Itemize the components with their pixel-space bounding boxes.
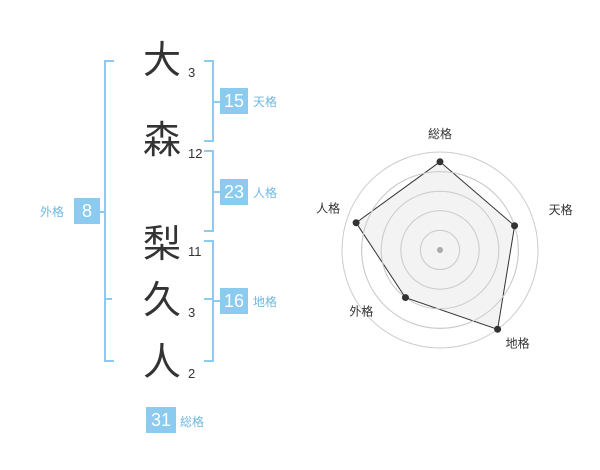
name-char-4: 久 <box>142 278 181 322</box>
radar-point-5 <box>352 219 360 227</box>
name-char-5: 人 <box>142 340 181 384</box>
tenkaku-label: 天格 <box>253 95 278 109</box>
soukaku-value-badge: 31 <box>146 407 176 433</box>
soukaku-label: 総格 <box>180 415 205 429</box>
chikaku-bracket-stem <box>212 300 220 302</box>
jinkaku-bracket-stem <box>212 191 220 193</box>
name-char-2: 森 <box>142 118 181 162</box>
chikaku-value-badge: 16 <box>220 288 248 314</box>
radar-inner-ring-overlay-4 <box>419 229 461 271</box>
stroke-count-5: 2 <box>188 366 196 381</box>
radar-inner-ring-overlay-3 <box>400 210 480 290</box>
radar-center-dot <box>437 247 443 253</box>
radar-point-4 <box>401 294 409 302</box>
radar-axis-label-4: 外格 <box>349 304 373 319</box>
radar-axis-label-3: 地格 <box>506 335 530 350</box>
stroke-count-4: 3 <box>188 305 196 320</box>
radar-point-2 <box>511 222 519 230</box>
radar-axis-label-2: 天格 <box>549 202 573 217</box>
jinkaku-label: 人格 <box>253 186 278 200</box>
tenkaku-bracket-stem <box>212 101 220 103</box>
stroke-count-3: 11 <box>188 244 202 259</box>
radar-axis-label-5: 人格 <box>316 201 340 216</box>
gaikaku-bracket-mid-tick <box>104 298 112 300</box>
radar-data-polygon <box>355 161 516 330</box>
gaikaku-value-badge: 8 <box>74 198 100 224</box>
radar-inner-ring-overlay-2 <box>380 190 500 310</box>
chikaku-label: 地格 <box>253 295 278 309</box>
name-char-3: 梨 <box>142 222 181 266</box>
stroke-count-2: 12 <box>188 146 203 161</box>
stroke-count-1: 3 <box>188 65 196 80</box>
gaikaku-bracket-stem <box>98 211 106 213</box>
radar-axis-label-1: 総格 <box>428 126 452 141</box>
radar-point-3 <box>494 325 502 333</box>
radar-inner-ring-overlay-1 <box>361 171 519 329</box>
name-char-1: 大 <box>142 38 181 82</box>
radar-point-1 <box>436 158 444 166</box>
jinkaku-value-badge: 23 <box>220 179 248 205</box>
chikaku-bracket-mid-tick <box>204 298 212 300</box>
tenkaku-value-badge: 15 <box>220 88 248 114</box>
gaikaku-label: 外格 <box>40 205 65 219</box>
